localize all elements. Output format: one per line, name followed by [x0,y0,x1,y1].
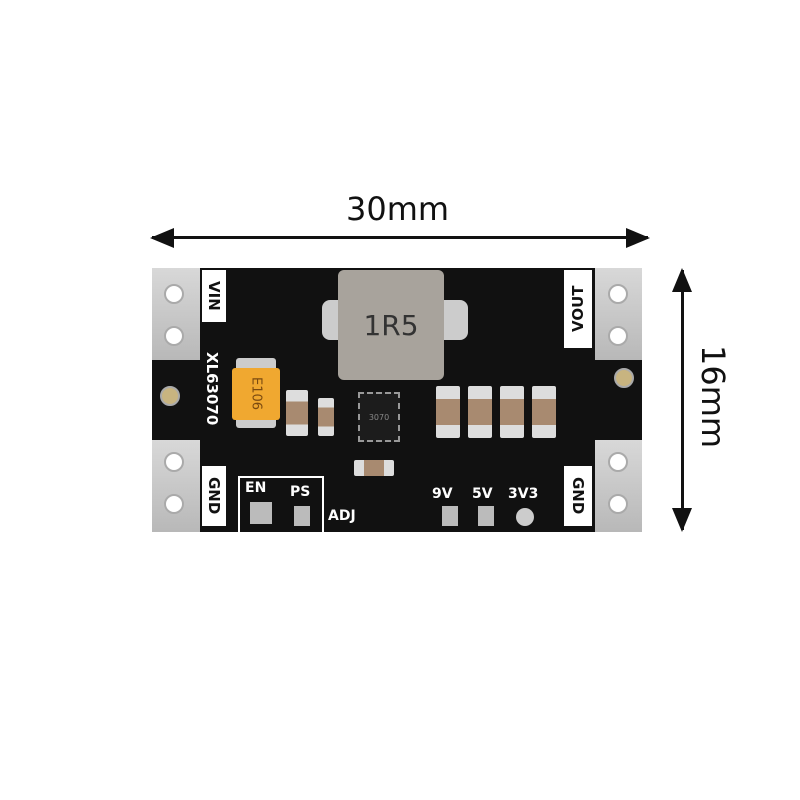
mount-hole [160,386,180,406]
width-dimension-label: 30mm [346,190,450,228]
en-solder-pad [250,502,272,524]
mount-hole [614,368,634,388]
capacitor [468,386,492,438]
adj-label: ADJ [328,508,356,524]
width-arrow [152,236,648,239]
capacitor [318,398,334,436]
inductor: 1R5 [338,270,444,380]
ic-chip: 3070 [358,392,400,442]
5v-label: 5V [472,486,493,502]
model-label: XL63070 [203,352,221,426]
vout-label: VOUT [564,270,592,348]
9v-solder-jumper [442,506,458,526]
en-label: EN [245,480,267,496]
gnd-right-label: GND [564,466,592,526]
capacitor [286,390,308,436]
resistor [354,460,394,476]
gnd-left-label: GND [202,466,226,526]
pin-hole [608,494,628,514]
pin-hole [164,452,184,472]
height-arrow [681,270,684,530]
capacitor [436,386,460,438]
ps-solder-jumper [294,506,310,526]
pin-hole [164,326,184,346]
height-dimension-label: 16mm [694,345,732,449]
pin-hole [608,326,628,346]
arrow-up-icon [672,268,692,292]
9v-label: 9V [432,486,453,502]
3v3-solder-jumper [516,508,534,526]
pin-hole [608,452,628,472]
config-box [238,476,324,532]
ps-label: PS [290,484,311,500]
vin-pad [152,268,200,360]
pin-hole [164,284,184,304]
arrow-left-icon [150,228,174,248]
pin-hole [608,284,628,304]
pin-hole [164,494,184,514]
tantalum-capacitor: E106 [232,368,280,420]
5v-solder-jumper [478,506,494,526]
capacitor [500,386,524,438]
3v3-label: 3V3 [508,486,539,502]
vin-label: VIN [202,270,226,322]
capacitor [532,386,556,438]
vout-pad [594,268,642,360]
arrow-down-icon [672,508,692,532]
arrow-right-icon [626,228,650,248]
